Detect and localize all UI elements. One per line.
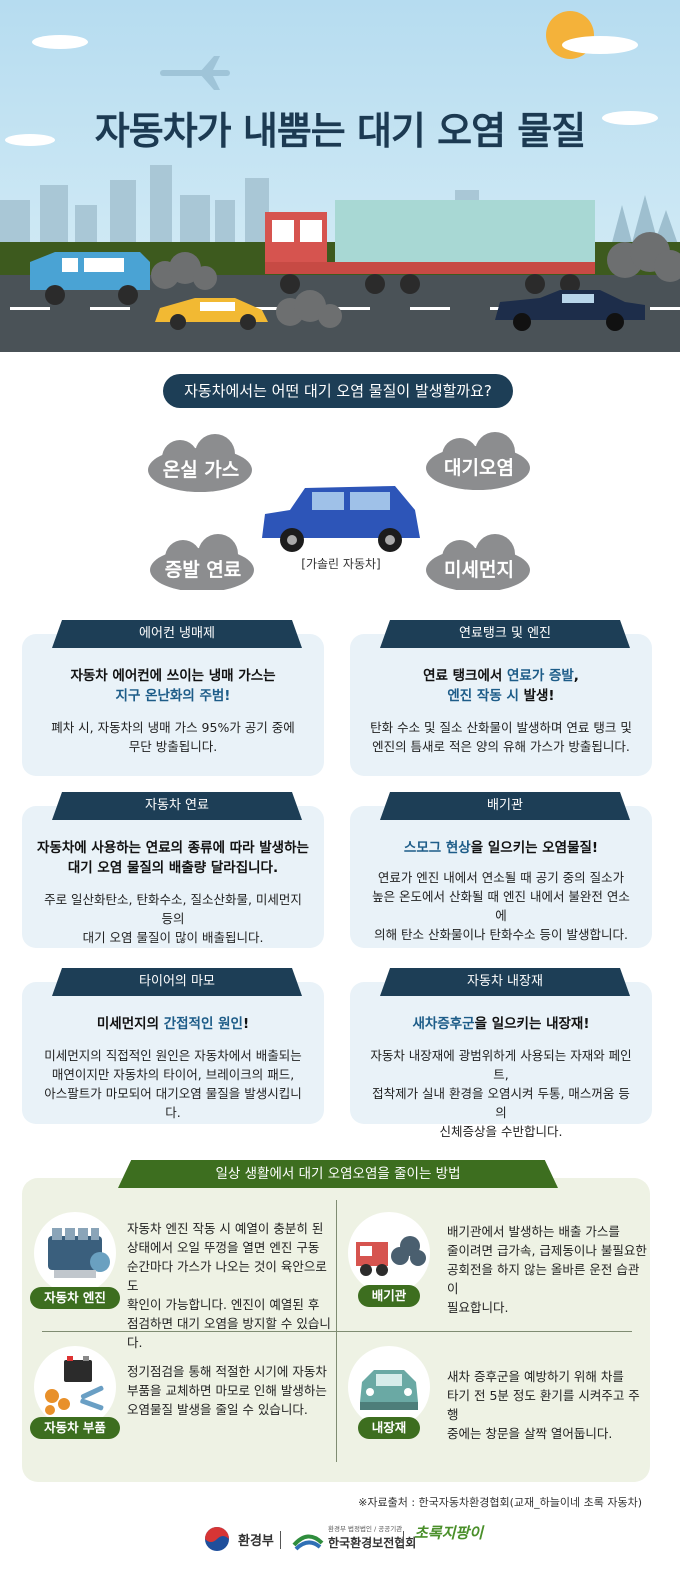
card-interior-materials: 자동차 내장재 새차증후군을 일으키는 내장재! 자동차 내장재에 광범위하게 …: [350, 968, 652, 1139]
airplane-icon: [160, 56, 230, 90]
cloud-shape-top-right: [426, 432, 530, 490]
cloud-shape-bottom-left: [150, 534, 254, 590]
card-tab: 자동차 내장재: [380, 968, 630, 996]
association-subtitle: 환경부 법정법인 / 공공기관: [328, 1525, 403, 1533]
cloud-greenhouse-gas: 온실 가스: [162, 459, 240, 481]
van-icon: [30, 252, 150, 305]
cloud-evaporative-fuel: 증발 연료: [164, 559, 242, 581]
ministry-name: 환경부: [238, 1534, 274, 1549]
card-exhaust-pipe: 배기관 스모그 현상을 일으키는 오염물질! 연료가 엔진 내에서 연소될 때 …: [350, 792, 652, 948]
card-fuel-tank-engine: 연료탱크 및 엔진 연료 탱크에서 연료가 증발, 엔진 작동 시 발생! 탄화…: [350, 620, 652, 776]
card-body: 연료가 엔진 내에서 연소될 때 공기 중의 질소가 높은 온도에서 산화될 때…: [372, 870, 630, 942]
sedan-icon: [495, 290, 645, 331]
page-title: 자동차가 내뿜는 대기 오염 물질: [94, 109, 586, 153]
card-head: 새차증후군을 일으키는 내장재!: [412, 1016, 590, 1032]
gasoline-car-icon: [262, 486, 420, 552]
card-aircon-refrigerant: 에어컨 냉매제 자동차 에어컨에 쓰이는 냉매 가스는 지구 온난화의 주범! …: [22, 620, 324, 776]
card-tab: 연료탱크 및 엔진: [380, 620, 630, 648]
green-cane-logo: 초록지팡이: [414, 1524, 484, 1542]
card-body: 자동차 내장재에 광범위하게 사용되는 자재와 페인트, 접착제가 실내 환경을…: [370, 1048, 632, 1139]
card-tab: 에어컨 냉매제: [52, 620, 302, 648]
hero-illustration: [0, 11, 680, 352]
cloud-fine-dust: 미세먼지: [444, 559, 514, 581]
engine-icon: [34, 1212, 116, 1294]
card-tab: 자동차 연료: [52, 792, 302, 820]
card-body: 주로 일산화탄소, 탄화수소, 질소산화물, 미세먼지 등의 대기 오염 물질이…: [44, 892, 302, 945]
card-head: 스모그 현상을 일으키는 오염물질!: [403, 840, 599, 856]
car-parts-icon: [34, 1346, 116, 1428]
card-head: 자동차 에어컨에 쓰이는 냉매 가스는 지구 온난화의 주범!: [70, 668, 276, 704]
card-head: 연료 탱크에서 연료가 증발, 엔진 작동 시 발생!: [423, 668, 579, 704]
tip-badge-parts: 자동차 부품: [30, 1417, 120, 1439]
divider-horizontal: [42, 1331, 632, 1332]
card-head: 미세먼지의 간접적인 원인!: [96, 1016, 250, 1032]
tips-title: 일상 생활에서 대기 오염오염을 줄이는 방법: [118, 1160, 558, 1188]
car-caption: [가솔린 자동차]: [301, 557, 381, 571]
card-body: 미세먼지의 직접적인 원인은 자동차에서 배출되는 매연이지만 자동차의 타이어…: [44, 1048, 302, 1120]
pollutant-clouds: [148, 432, 530, 590]
card-body: 탄화 수소 및 질소 산화물이 발생하며 연료 탱크 및 엔진의 틈새로 적은 …: [370, 720, 632, 754]
card-tab: 배기관: [380, 792, 630, 820]
card-tire-wear: 타이어의 마모 미세먼지의 간접적인 원인! 미세먼지의 직접적인 원인은 자동…: [22, 968, 324, 1124]
card-body: 폐차 시, 자동차의 냉매 가스 95%가 공기 중에 무단 방출됩니다.: [51, 720, 295, 754]
cloud-shape-top-left: [148, 434, 252, 492]
ministry-logo-icon: [205, 1527, 229, 1551]
tip-badge-engine: 자동차 엔진: [30, 1287, 120, 1309]
truck-icon: [265, 200, 595, 294]
source-note: ※자료출처 : 한국자동차환경협회(교재_하늘이네 초록 자동차): [358, 1496, 642, 1509]
sky-clouds: [5, 35, 658, 146]
card-head: 자동차에 사용하는 연료의 종류에 따라 발생하는 대기 오염 물질의 배출량 …: [37, 840, 309, 876]
cloud-air-pollution: 대기오염: [444, 457, 514, 479]
footer-separator: [403, 1531, 404, 1549]
exhaust-truck-icon: [348, 1212, 430, 1294]
exhaust-smoke: [151, 232, 680, 328]
hero-banner: 자동차가 내뿜는 대기 오염 물질: [0, 0, 680, 352]
footer-separator: [280, 1531, 281, 1549]
question-banner: 자동차에서는 어떤 대기 오염 물질이 발생할까요?: [163, 374, 513, 408]
association-logo-icon: [292, 1534, 324, 1551]
tip-badge-interior: 내장재: [358, 1417, 420, 1439]
car-interior-icon: [348, 1346, 430, 1428]
association-name: 한국환경보전협회: [328, 1536, 417, 1550]
cloud-shape-bottom-right: [426, 534, 530, 590]
sports-car-icon: [155, 298, 268, 330]
tip-badge-exhaust: 배기관: [358, 1285, 420, 1307]
card-tab: 타이어의 마모: [52, 968, 302, 996]
card-vehicle-fuel: 자동차 연료 자동차에 사용하는 연료의 종류에 따라 발생하는 대기 오염 물…: [22, 792, 324, 948]
